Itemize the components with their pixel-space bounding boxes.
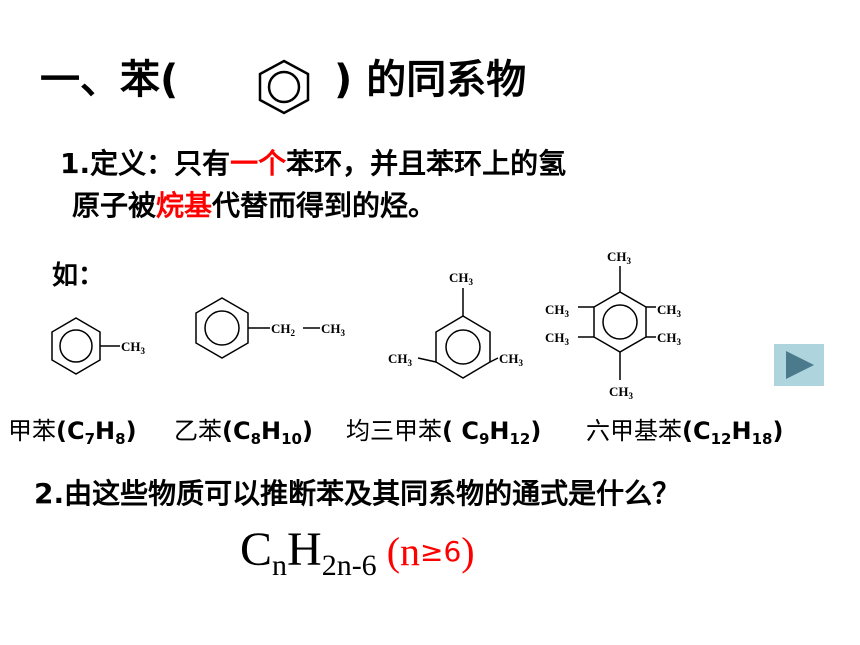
- definition-line-2: 原子被烷基代替而得到的烃。: [72, 186, 436, 226]
- toluene-ch3-label: CH3: [121, 339, 146, 356]
- definition-text: 1.定义：只有: [60, 147, 231, 180]
- formula-text: (C: [56, 417, 85, 445]
- formula-carbon: C: [240, 523, 273, 576]
- compound-name: 六甲基苯: [586, 417, 682, 445]
- ethylbenzene-structure: CH2 CH3: [195, 297, 346, 359]
- compound-name: 甲苯: [8, 417, 56, 445]
- definition-highlight-alkyl: 烷基: [156, 189, 213, 222]
- ethylbenzene-ch2-label: CH2: [271, 321, 296, 338]
- formula-subscript: 12: [710, 430, 732, 448]
- formula-text: H: [95, 417, 116, 445]
- slide-title-prefix: 一、苯(: [40, 57, 179, 103]
- mesitylene-ch3-left: CH3: [388, 351, 413, 368]
- formula-subscript: 8: [115, 430, 126, 448]
- compound-formula: (C7H8): [56, 417, 137, 448]
- hexamethyl-ch3-top: CH3: [607, 249, 632, 266]
- compound-name-ethylbenzene: 乙苯(C8H10): [174, 414, 313, 456]
- hexamethylbenzene-structure: CH3 CH3 CH3 CH3 CH3 CH3: [545, 249, 682, 401]
- formula-carbon-subscript: n: [272, 549, 288, 582]
- slide-title-suffix: ) 的同系物: [334, 57, 527, 103]
- formula-text: (C: [222, 417, 251, 445]
- compound-name-hexamethylbenzene: 六甲基苯(C12H18): [586, 414, 783, 456]
- compound-name-toluene: 甲苯(C7H8): [8, 414, 137, 456]
- formula-text: ): [530, 417, 542, 445]
- structures-diagram: CH3 CH2 CH3 CH3 CH3 CH3 CH3 CH3 CH3 CH3 …: [51, 249, 682, 401]
- formula-text: ): [772, 417, 784, 445]
- formula-subscript: 7: [84, 430, 96, 448]
- definition-highlight-one: 一个: [230, 147, 287, 180]
- formula-text: ): [302, 417, 313, 445]
- compound-formula: (C8H10): [222, 417, 313, 448]
- formula-text: H: [489, 417, 510, 445]
- hexamethyl-ch3-bottom: CH3: [609, 384, 634, 401]
- mesitylene-structure: CH3 CH3 CH3: [388, 270, 524, 379]
- formula-condition-close: ): [461, 529, 475, 574]
- formula-text: ( C: [442, 417, 479, 445]
- hexamethyl-ch3-upper-right: CH3: [657, 302, 682, 319]
- general-formula-answer: CnH2n-6 (n≥6): [240, 518, 475, 598]
- hexamethyl-ch3-lower-left: CH3: [545, 330, 570, 347]
- benzene-ring-icon: [258, 59, 310, 115]
- mesitylene-ch3-top: CH3: [449, 270, 474, 287]
- definition-line-1: 1.定义：只有一个苯环，并且苯环上的氢: [60, 144, 566, 184]
- definition-text: 苯环，并且苯环上的氢: [286, 147, 567, 180]
- formula-hydrogen: H: [287, 523, 322, 576]
- definition-text: 原子被: [72, 189, 157, 222]
- compound-formula: (C12H18): [682, 417, 784, 448]
- formula-subscript: 9: [478, 430, 490, 448]
- formula-subscript: 12: [509, 430, 531, 448]
- definition-text: 代替而得到的烃。: [212, 189, 437, 222]
- formula-condition-value: ≥6: [420, 535, 462, 568]
- formula-text: ): [125, 417, 137, 445]
- hexamethyl-ch3-lower-right: CH3: [657, 330, 682, 347]
- compound-name-mesitylene: 均三甲苯( C9H12): [346, 414, 541, 456]
- formula-condition-open: (n: [376, 529, 421, 574]
- example-label: 如：: [52, 261, 105, 291]
- hexamethyl-ch3-upper-left: CH3: [545, 302, 570, 319]
- compound-formula: ( C9H12): [442, 417, 542, 448]
- formula-condition: (n≥6): [377, 529, 475, 574]
- formula-subscript: 10: [281, 430, 302, 448]
- formula-subscript: 8: [250, 430, 262, 448]
- mesitylene-ch3-right: CH3: [499, 351, 524, 368]
- formula-text: (C: [682, 417, 711, 445]
- compound-name: 乙苯: [174, 417, 222, 445]
- formula-text: H: [731, 417, 752, 445]
- question-general-formula: 2.由这些物质可以推断苯及其同系物的通式是什么？: [34, 477, 681, 510]
- ethylbenzene-ch3-label: CH3: [321, 321, 346, 338]
- next-slide-button[interactable]: [774, 344, 824, 386]
- play-triangle-icon: [786, 351, 814, 379]
- toluene-structure: CH3: [51, 317, 146, 375]
- compound-name: 均三甲苯: [346, 417, 442, 445]
- formula-hydrogen-subscript: 2n-6: [321, 549, 377, 582]
- formula-subscript: 18: [751, 430, 773, 448]
- formula-text: H: [261, 417, 282, 445]
